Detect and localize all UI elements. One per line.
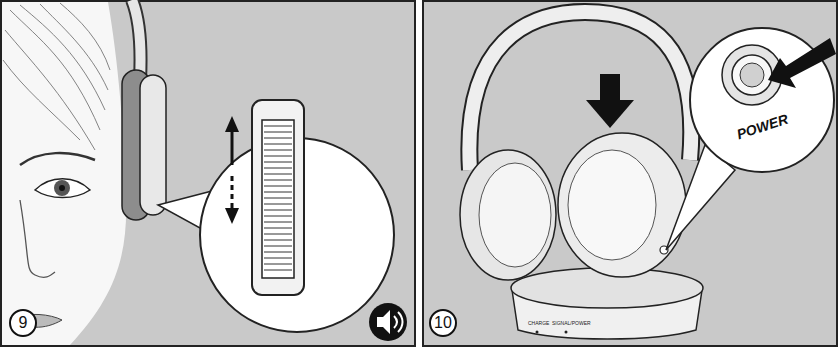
- wheel-ridge: [264, 258, 292, 259]
- wheel-ridge: [264, 162, 292, 163]
- wheel-ridge: [264, 126, 292, 127]
- wheel-ridge: [264, 246, 292, 247]
- arrow-down: [586, 100, 634, 128]
- wheel-ridge: [264, 180, 292, 181]
- headband: [132, 0, 141, 80]
- led: [565, 331, 568, 334]
- ear-cushion: [568, 150, 656, 260]
- wheel-ridge: [264, 168, 292, 169]
- arrow-down: [225, 208, 239, 224]
- hair-strokes: [3, 3, 110, 150]
- speaker-icon: [377, 310, 390, 334]
- ear-cup: [140, 75, 166, 215]
- arrow-up: [231, 128, 234, 165]
- face: [2, 2, 126, 345]
- wheel-ridge: [264, 204, 292, 205]
- wheel-ridge: [264, 264, 292, 265]
- press-arrow: [768, 38, 836, 88]
- arrow-down: [600, 74, 620, 102]
- arrow-up: [225, 116, 239, 132]
- part-label: CHARGE: [528, 321, 549, 326]
- wheel-ridge: [264, 228, 292, 229]
- wheel-ridge: [264, 138, 292, 139]
- wheel-ridge: [264, 270, 292, 271]
- panel: [1, 1, 415, 346]
- eye: [35, 179, 90, 198]
- wheel-ridge: [264, 174, 292, 175]
- wheel-ridge: [264, 210, 292, 211]
- callout-number: 9: [9, 309, 37, 337]
- wheel-ridge: [264, 234, 292, 235]
- eyebrow: [20, 153, 95, 165]
- ear-cushion: [479, 163, 551, 267]
- callout-number: 10: [429, 309, 457, 337]
- wheel-ridge: [264, 240, 292, 241]
- wheel-ridge: [264, 192, 292, 193]
- wheel-ridge: [264, 186, 292, 187]
- ear-cup-right: [558, 133, 686, 277]
- speaker-icon: [369, 303, 407, 341]
- power-button: [740, 63, 764, 87]
- wheel-ridges: [264, 126, 292, 270]
- wheel-ridge: [264, 198, 292, 199]
- headband: [132, 0, 141, 80]
- part-label: SIGNAL/POWER: [552, 321, 591, 326]
- led: [536, 331, 539, 334]
- panel: [423, 1, 837, 346]
- wheel-ridge: [264, 156, 292, 157]
- volume-wheel: [262, 120, 294, 278]
- power-button: [732, 55, 772, 95]
- wheel-ridge: [264, 252, 292, 253]
- control-panel: [252, 100, 304, 295]
- ear-cup-left: [460, 150, 556, 280]
- arrow-down: [231, 176, 234, 212]
- wheel-ridge: [264, 216, 292, 217]
- wheel-ridge: [264, 222, 292, 223]
- nose: [20, 200, 55, 277]
- wheel-ridge: [264, 132, 292, 133]
- wheel-ridge: [264, 144, 292, 145]
- pupil: [59, 185, 65, 191]
- wheel-ridge: [264, 150, 292, 151]
- speaker-waves: [394, 312, 403, 332]
- iris: [54, 180, 70, 196]
